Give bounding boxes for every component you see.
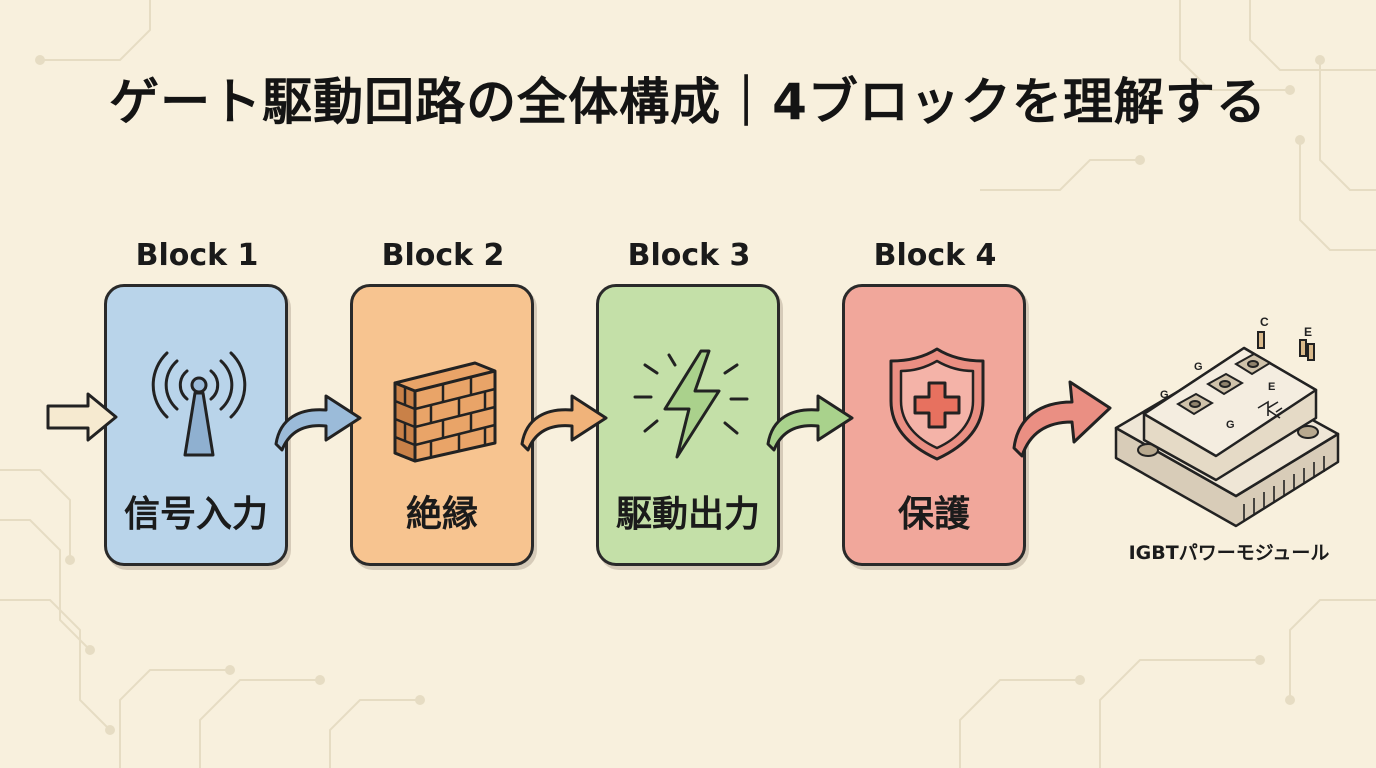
brick-wall-icon	[393, 361, 497, 463]
block-3-label: Block 3	[627, 238, 751, 273]
block-3-name: 駆動出力	[615, 494, 760, 535]
terminal-e-mid-label: E	[1268, 381, 1275, 393]
terminal-g3-label: G	[1226, 419, 1235, 431]
block-2-name: 絶縁	[405, 494, 478, 535]
igbt-module-illustration: C E G G G E	[1114, 315, 1340, 528]
input-arrow	[46, 392, 118, 442]
block-1-name: 信号入力	[123, 494, 268, 535]
arrow-3-to-4	[766, 394, 854, 452]
antenna-icon	[151, 351, 247, 457]
block-isolation: 絶縁	[350, 284, 534, 566]
lightning-icon	[633, 349, 749, 459]
arrow-2-to-3	[520, 394, 608, 452]
page-title: ゲート駆動回路の全体構成｜4ブロックを理解する	[109, 73, 1267, 131]
block-4-label: Block 4	[873, 238, 997, 273]
terminal-g1-label: G	[1160, 389, 1169, 401]
block-4-name: 保護	[897, 494, 970, 535]
module-label: IGBTパワーモジュール	[1128, 542, 1330, 564]
block-protection: 保護	[842, 284, 1026, 566]
block-drive-output: 駆動出力	[596, 284, 780, 566]
block-1-label: Block 1	[135, 238, 259, 273]
arrow-4-to-module	[1012, 380, 1112, 458]
terminal-g2-label: G	[1194, 361, 1203, 373]
block-signal-input: 信号入力	[104, 284, 288, 566]
arrow-1-to-2	[274, 394, 362, 452]
terminal-e-top-label: E	[1304, 325, 1312, 339]
shield-plus-icon	[889, 347, 985, 461]
terminal-c-label: C	[1260, 315, 1269, 329]
block-2-label: Block 2	[381, 238, 505, 273]
